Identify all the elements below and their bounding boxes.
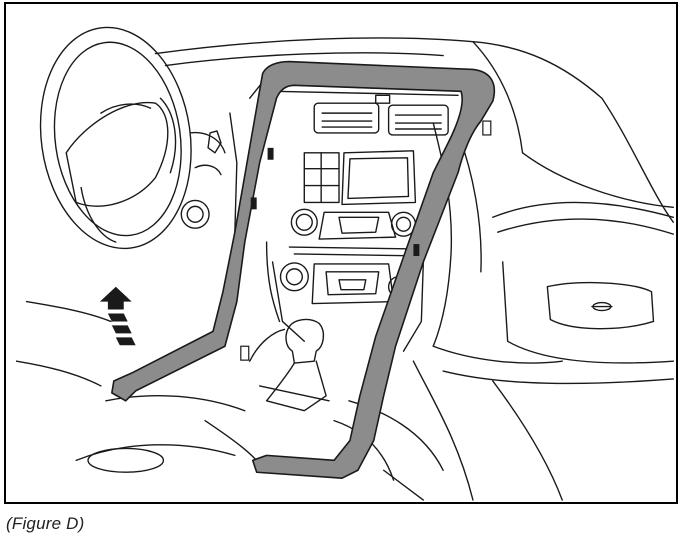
figure-caption: (Figure D) — [6, 514, 85, 533]
dashboard-outline — [154, 37, 675, 223]
driver-side-lines — [15, 112, 281, 387]
steering-column — [180, 130, 226, 229]
steering-wheel — [39, 26, 192, 250]
figure-illustration — [4, 2, 678, 504]
passenger-dash — [412, 122, 675, 501]
lower-console — [75, 394, 444, 501]
center-trim-bezel — [111, 60, 496, 479]
removal-direction-arrow — [99, 286, 136, 346]
gear-shifter — [249, 318, 330, 412]
